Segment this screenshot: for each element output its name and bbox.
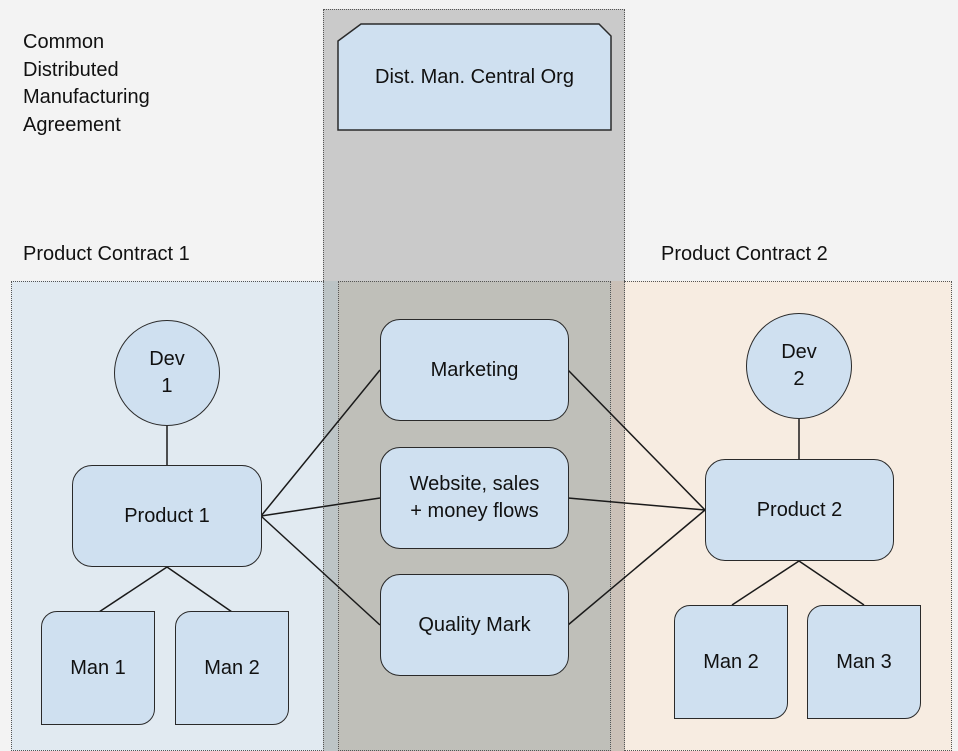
- man-2-node-pc1[interactable]: Man 2: [175, 611, 289, 725]
- website-sales-node[interactable]: Website, sales + money flows: [380, 447, 569, 549]
- edge-product2-man2: [731, 560, 800, 606]
- dev-2-node[interactable]: Dev 2: [746, 313, 852, 419]
- central-org-node-shape[interactable]: [337, 23, 612, 131]
- diagram-title: Common Distributed Manufacturing Agreeme…: [23, 31, 150, 136]
- edge-product2-marketing: [567, 369, 706, 511]
- dev-1-node[interactable]: Dev 1: [114, 320, 220, 426]
- central-org-node[interactable]: Dist. Man. Central Org: [375, 65, 574, 88]
- edge-product2-quality: [567, 509, 706, 626]
- edge-product2-website: [567, 497, 706, 511]
- product-2-node[interactable]: Product 2: [705, 459, 894, 561]
- man-1-node[interactable]: Man 1: [41, 611, 155, 725]
- man-3-node[interactable]: Man 3: [807, 605, 921, 719]
- edge-product1-man1: [98, 566, 168, 613]
- region-overlap-left: [323, 281, 338, 751]
- man-2-node-pc2[interactable]: Man 2: [674, 605, 788, 719]
- region-divider: [323, 281, 324, 751]
- edge-product1-quality: [260, 515, 381, 626]
- product-contract-1-label: Product Contract 1: [23, 243, 190, 265]
- marketing-node[interactable]: Marketing: [380, 319, 569, 421]
- product-contract-2-label: Product Contract 2: [661, 243, 828, 265]
- quality-mark-node[interactable]: Quality Mark: [380, 574, 569, 676]
- product-1-node[interactable]: Product 1: [72, 465, 262, 567]
- edge-product1-man2: [166, 566, 233, 613]
- region-divider: [624, 281, 625, 751]
- region-overlap-right: [611, 281, 625, 751]
- edge-product2-man3: [798, 560, 865, 606]
- edge-product1-marketing: [260, 369, 381, 517]
- edge-product1-website: [260, 497, 381, 517]
